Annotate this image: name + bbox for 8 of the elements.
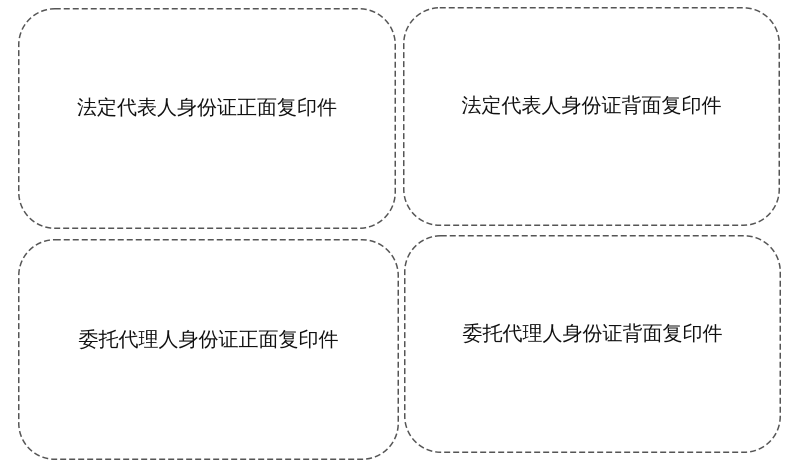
box-label: 法定代表人身份证背面复印件 — [462, 92, 722, 116]
dashed-rounded-box — [18, 239, 399, 460]
box-label: 法定代表人身份证正面复印件 — [77, 94, 337, 118]
dashed-rounded-box — [403, 7, 780, 226]
box-label: 委托代理人身份证正面复印件 — [78, 326, 338, 350]
dashed-rounded-box — [404, 235, 781, 453]
dashed-rounded-box — [18, 8, 396, 229]
box-label: 委托代理人身份证背面复印件 — [462, 321, 722, 345]
